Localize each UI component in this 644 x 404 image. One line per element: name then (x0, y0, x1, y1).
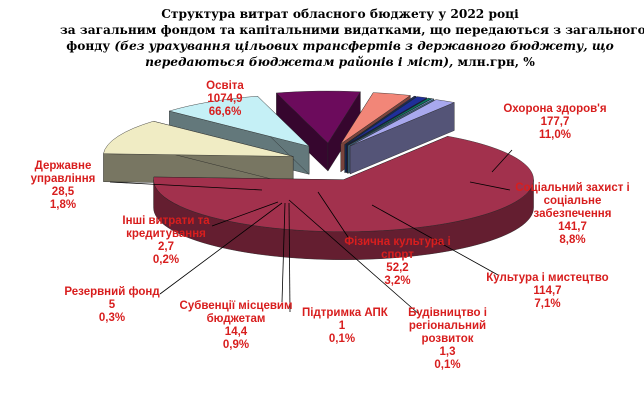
slice-percent: 8,8% (559, 234, 586, 246)
title-line-1: Структура витрат обласного бюджету у 202… (161, 7, 519, 21)
leader-line (469, 181, 511, 191)
slice-value: 5 (108, 299, 116, 311)
slice-label-name: Державне (34, 160, 92, 172)
leader-line (288, 199, 421, 316)
slice-label-name: кредитування (126, 228, 206, 240)
slice-value: 2,7 (158, 241, 174, 253)
slice-label-name: бюджетам (206, 313, 266, 325)
slice-percent: 0,1% (328, 333, 356, 345)
slice-label-name: Інші витрати та (122, 215, 210, 227)
slice-percent: 3,2% (384, 275, 411, 287)
title-line-2: за загальним фондом та капітальними вида… (60, 23, 644, 37)
leader-line (211, 201, 279, 227)
slice-label-name: Культура і мистецтво (486, 272, 609, 284)
slice-value: 177,7 (540, 116, 570, 128)
slice-label-name: Соціальний захист і (515, 182, 630, 194)
slice-label-name: соціальне (543, 195, 602, 207)
slice-label-name: Резервний фонд (64, 286, 160, 298)
slice-label-name: спорт (381, 249, 414, 261)
slice-percent: 0,3% (98, 312, 126, 324)
chart-title: Структура витрат обласного бюджету у 202… (60, 6, 644, 70)
leader-line (288, 202, 291, 313)
slice-value: 141,7 (558, 221, 587, 233)
leader-line (109, 181, 263, 191)
slice-value: 28,5 (51, 186, 75, 198)
leader-line (371, 204, 499, 276)
leader-line (281, 202, 286, 303)
leader-line (491, 149, 513, 173)
leader-lines (109, 149, 513, 316)
slice-value: 52,2 (386, 262, 409, 274)
slice-percent: 1,8% (49, 199, 77, 211)
slice-label-name: Підтримка АПК (302, 307, 388, 319)
leader-line (159, 202, 283, 295)
leader-line (317, 191, 351, 241)
slice-label-name: Фізична культура і (344, 236, 451, 248)
pie-slice (275, 90, 361, 172)
slice-percent: 0,2% (152, 254, 180, 266)
slice-percent: 11,0% (539, 129, 571, 141)
slice-label-name: регіональний (408, 320, 487, 332)
slice-label-name: забезпечення (533, 208, 612, 220)
slice-label-name: Охорона здоров'я (503, 103, 607, 115)
pie-slice (103, 120, 294, 185)
slice-value: 1,3 (439, 346, 456, 358)
pie-slice (153, 135, 534, 260)
slice-label-name: Субвенції місцевим (179, 300, 293, 312)
slice-label-name: управління (30, 173, 96, 185)
slice-value: 14,4 (224, 326, 248, 338)
slice-percent: 66,6% (208, 106, 242, 118)
slice-value: 1074,9 (207, 93, 243, 105)
title-line-4: передаються бюджетам районів і міст), мл… (145, 55, 535, 69)
pie-slice (349, 99, 456, 175)
slice-percent: 0,9% (222, 339, 250, 351)
slice-label-name: Освіта (206, 80, 244, 92)
slice-label-name: Будівництво і (408, 307, 487, 319)
title-line-3: фонду (без урахування цільових трансферт… (66, 39, 614, 53)
slice-percent: 7,1% (534, 298, 561, 310)
slice-value: 114,7 (533, 285, 562, 297)
slice-percent: 0,1% (434, 359, 461, 371)
slice-label-name: розвиток (421, 333, 474, 345)
slice-value: 1 (338, 320, 346, 332)
